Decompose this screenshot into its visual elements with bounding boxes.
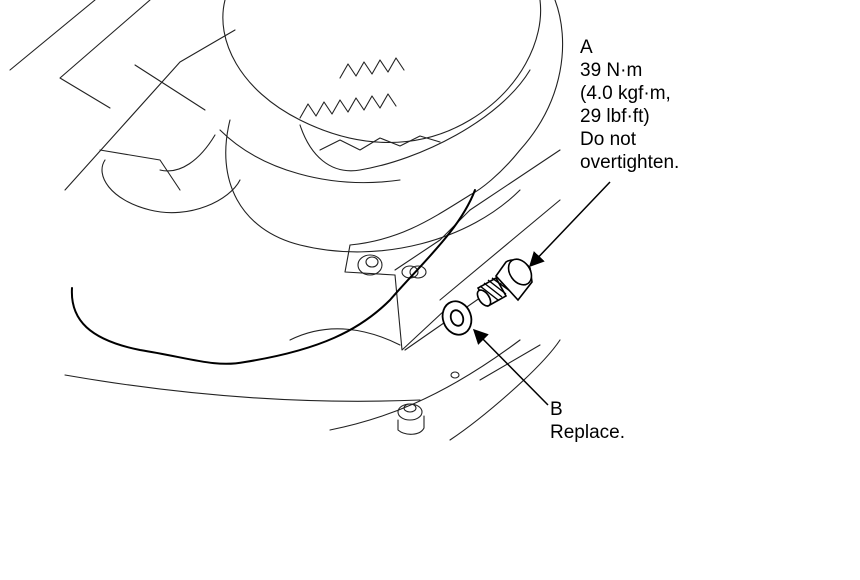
leader-arrow-a	[528, 181, 611, 268]
callout-a-torque-nm: 39 N·m	[580, 60, 643, 81]
oil-pan-outline	[70, 189, 476, 365]
callout-b-note: Replace.	[550, 422, 625, 443]
callout-b-letter: B	[550, 399, 563, 420]
callout-a-note-line1: Do not	[580, 129, 636, 150]
callout-a-note-line2: overtighten.	[580, 152, 680, 173]
engine-underside-outline	[9, 0, 564, 441]
callout-b-label: B Replace.	[550, 398, 625, 444]
callout-a-label: A 39 N·m (4.0 kgf·m, 29 lbf·ft) Do not o…	[580, 36, 679, 174]
leader-arrow-b	[472, 328, 549, 406]
callout-a-torque-lbfft: 29 lbf·ft)	[580, 106, 650, 127]
sealing-washer	[441, 300, 473, 336]
callout-a-letter: A	[580, 37, 593, 58]
callout-a-torque-kgfm: (4.0 kgf·m,	[580, 83, 671, 104]
drain-bolt	[476, 258, 533, 308]
